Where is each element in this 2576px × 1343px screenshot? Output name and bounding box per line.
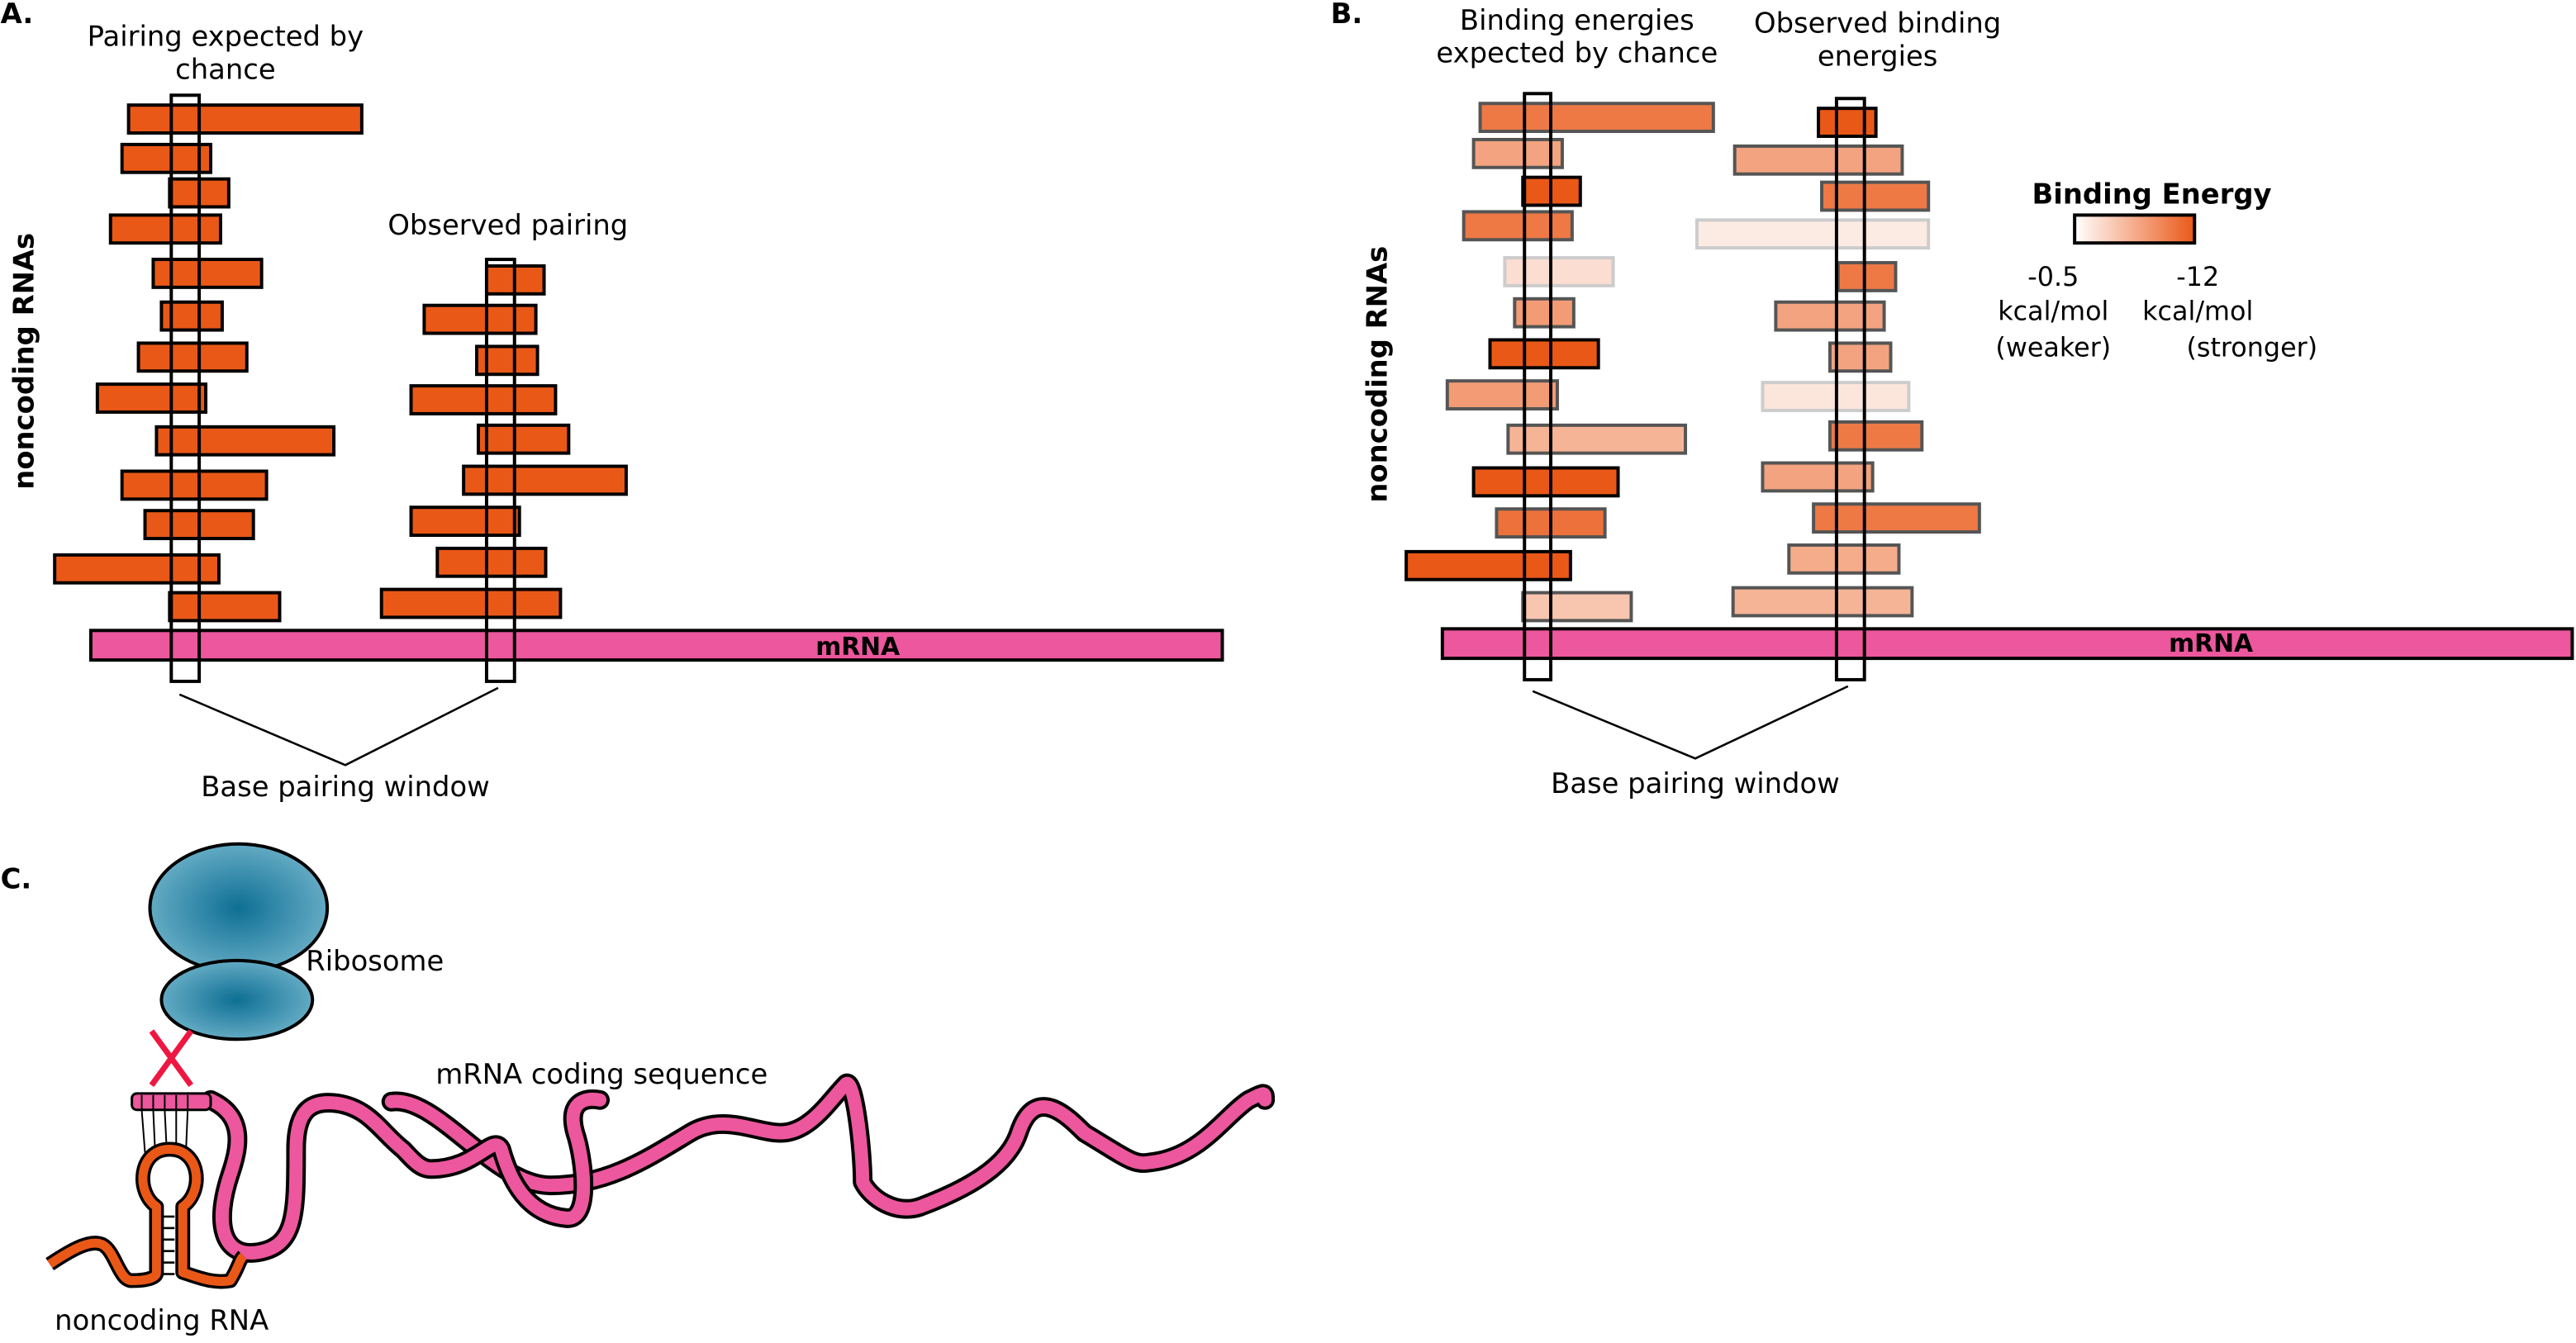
panel-a-letter: A.: [1, 0, 34, 30]
b-observed-bar: [1817, 107, 1878, 138]
legend-title: Binding Energy: [2032, 178, 2272, 210]
chance-bars: [53, 103, 364, 623]
b-chance-bar: [1521, 591, 1633, 623]
b-chance-bar: [1471, 466, 1620, 498]
b-chance-title-line1: Binding energies: [1460, 4, 1694, 36]
b-observed-bar: [1761, 461, 1875, 493]
b-chance-bar: [1445, 379, 1559, 410]
observed-bar: [435, 546, 548, 578]
b-window-label: Base pairing window: [1551, 767, 1840, 800]
b-observed-bar: [1827, 420, 1924, 452]
block-x-icon: [149, 1029, 193, 1087]
ribosome-large-subunit: [148, 842, 330, 974]
panel-b: B. Binding energies expected by chance O…: [1331, 0, 2574, 800]
b-observed-bar: [1787, 543, 1901, 575]
b-window-observed: [1834, 97, 1866, 681]
chance-bar: [108, 213, 222, 245]
b-observed-bar: [1812, 502, 1981, 534]
b-observed-bar: [1820, 180, 1931, 212]
b-mrna-label: mRNA: [2169, 629, 2253, 658]
ribosome-icon: [148, 842, 330, 1042]
ncrna-label: noncoding RNA: [55, 1304, 269, 1336]
mrna-strand: [131, 1073, 1276, 1263]
chance-bar: [120, 469, 269, 501]
window-bracket: [178, 686, 499, 766]
b-chance-bar: [1461, 210, 1574, 242]
ribosome-label: Ribosome: [306, 945, 444, 977]
base-pair-lines: [140, 1094, 189, 1153]
legend-max-value: -12: [2176, 262, 2219, 292]
b-chance-bar: [1503, 256, 1615, 287]
b-observed-bar: [1827, 341, 1893, 373]
observed-bar: [409, 384, 558, 415]
chance-bar: [151, 258, 264, 289]
mrna-binding-segment: [131, 1092, 212, 1112]
chance-title-line2: chance: [175, 53, 275, 85]
ncrna-stemloop-icon: [45, 1141, 250, 1289]
chance-bar: [120, 142, 213, 174]
b-chance-title-line2: expected by chance: [1436, 37, 1718, 69]
legend-min-value: -0.5: [2027, 262, 2079, 292]
stem-base-pairs: [163, 1215, 175, 1275]
legend-max-note: (stronger): [2186, 332, 2317, 363]
energy-legend: Binding Energy -0.5 kcal/mol (weaker) -1…: [1995, 178, 2317, 363]
observed-bar: [462, 464, 628, 496]
b-observed-bars: [1694, 107, 1981, 618]
chance-bar: [136, 341, 249, 373]
b-y-axis-label: noncoding RNAs: [1361, 246, 1393, 503]
legend-gradient-bar: [2073, 213, 2197, 245]
base-pairing-window-observed: [484, 258, 516, 683]
panel-c: C. Ribosome: [1, 842, 1276, 1336]
panel-a: A. Pairing expected by chance Observed p…: [1, 0, 1224, 803]
legend-min-unit: kcal/mol: [1998, 297, 2108, 327]
panel-c-letter: C.: [1, 862, 32, 895]
observed-bar: [422, 303, 538, 335]
chance-bar: [53, 553, 221, 585]
b-window-chance: [1523, 92, 1553, 681]
b-observed-bar: [1774, 300, 1886, 332]
mrna-bar: [88, 629, 1224, 662]
legend-max-unit: kcal/mol: [2142, 297, 2253, 327]
base-pairing-window-chance: [169, 93, 202, 683]
b-observed-bar: [1732, 144, 1904, 176]
legend-min-note: (weaker): [1995, 332, 2111, 363]
mrna-label: mRNA: [815, 633, 900, 662]
chance-title-line1: Pairing expected by: [88, 21, 364, 53]
chance-bar: [154, 425, 336, 457]
observed-bar: [379, 587, 563, 619]
b-observed-bar: [1694, 218, 1931, 250]
observed-title: Observed pairing: [387, 209, 628, 241]
b-observed-bar: [1836, 261, 1898, 292]
b-chance-bar: [1488, 338, 1600, 370]
observed-bar: [477, 423, 571, 455]
chance-bar: [126, 103, 364, 135]
ribosome-small-subunit: [159, 958, 315, 1042]
b-mrna-bar: [1440, 627, 2574, 661]
b-chance-bar: [1478, 102, 1715, 134]
window-label: Base pairing window: [201, 771, 490, 803]
b-window-bracket: [1532, 685, 1849, 760]
chance-bar: [95, 382, 208, 414]
b-chance-bar: [1506, 423, 1688, 455]
b-observed-title-line2: energies: [1818, 40, 1937, 73]
panel-b-letter: B.: [1331, 0, 1363, 30]
mrna-coding-label: mRNA coding sequence: [435, 1058, 768, 1090]
y-axis-label: noncoding RNAs: [7, 233, 40, 490]
observed-bar: [409, 505, 521, 538]
chance-bar: [168, 591, 282, 623]
b-chance-bars: [1404, 102, 1715, 623]
b-chance-bar: [1404, 549, 1572, 581]
b-observed-title-line1: Observed binding: [1754, 7, 2001, 40]
b-observed-bar: [1731, 586, 1914, 618]
observed-bars: [379, 264, 628, 619]
b-chance-bar: [1471, 137, 1564, 169]
